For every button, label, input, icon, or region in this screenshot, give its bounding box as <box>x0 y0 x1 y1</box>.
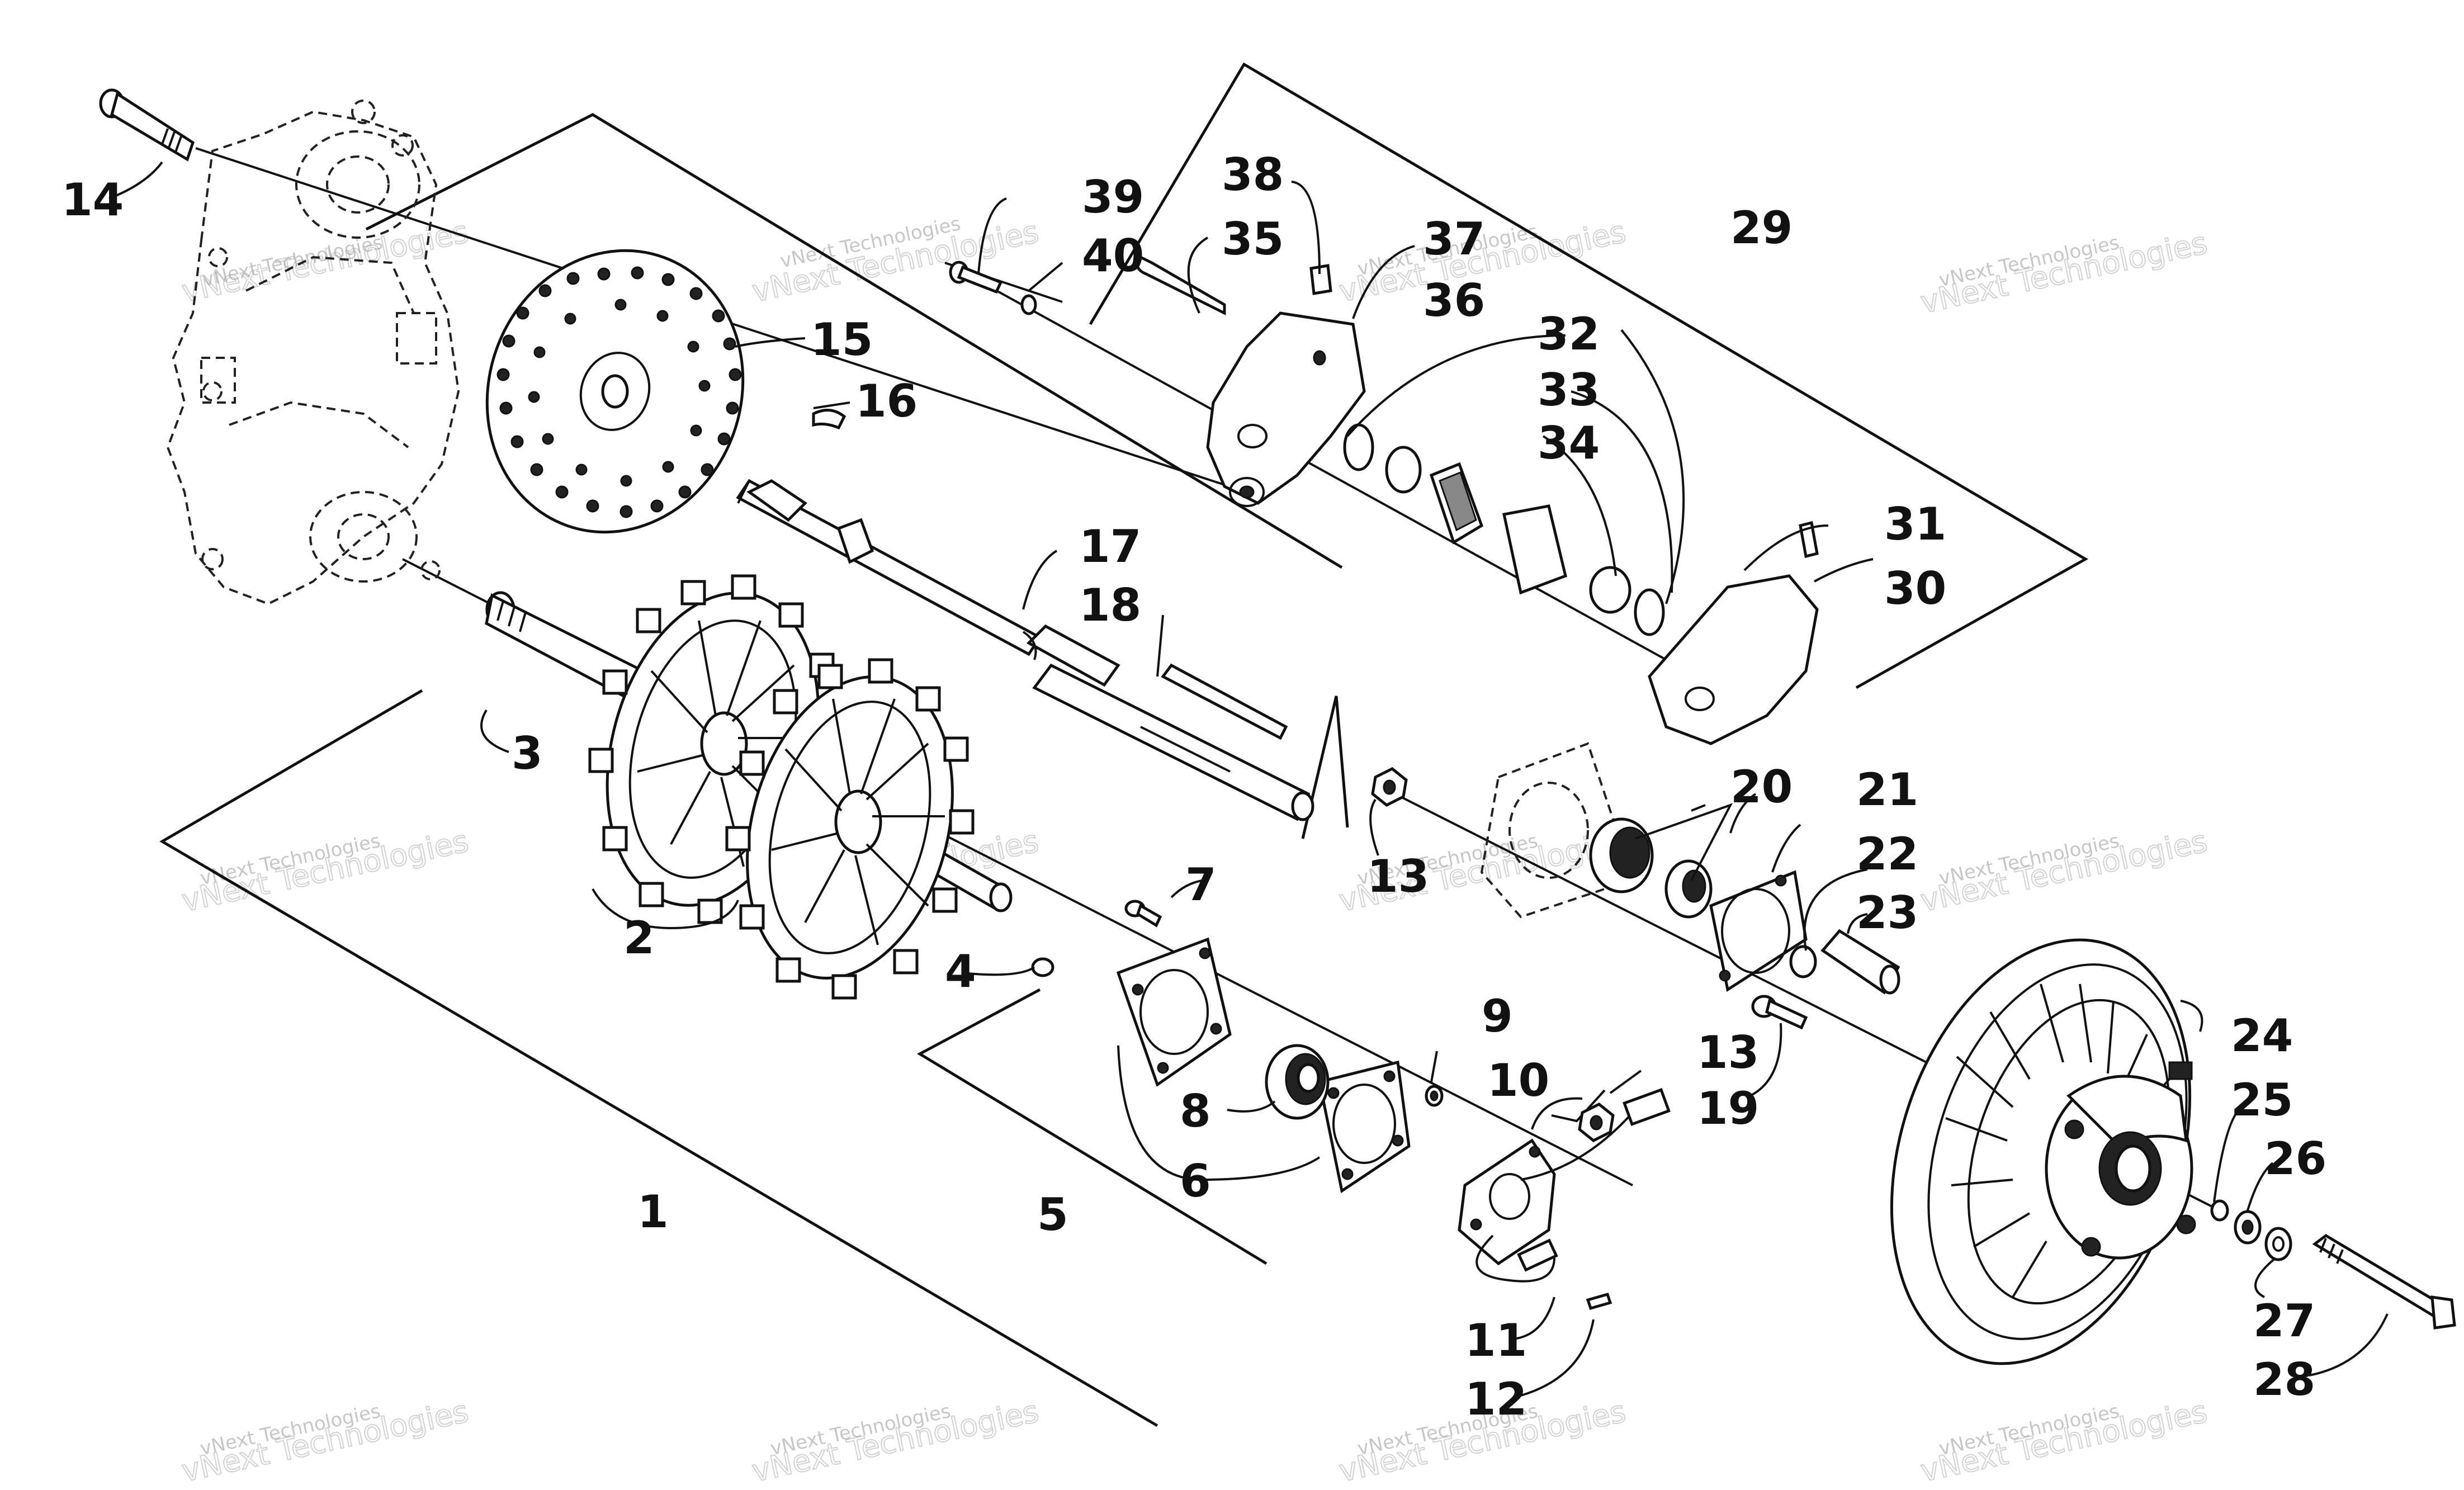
callout-3: 3 <box>512 727 543 779</box>
caliper-half-30 <box>1648 574 1819 745</box>
screw-12 <box>1586 1292 1612 1311</box>
callout-33: 33 <box>1538 364 1600 416</box>
callout-16: 16 <box>855 375 918 427</box>
callout-28: 28 <box>2253 1354 2315 1406</box>
spacer-23 <box>1820 929 1900 995</box>
callout-23: 23 <box>1856 887 1918 939</box>
callout-13a: 13 <box>1367 850 1429 902</box>
callout-7: 7 <box>1185 859 1217 911</box>
watermark: vNext Technologies vNext Technologies <box>1917 225 2211 321</box>
pin-35 <box>1136 255 1226 316</box>
callout-15: 15 <box>811 314 873 366</box>
driven-clutch-24 <box>1890 938 2196 1365</box>
callout-30: 30 <box>1884 562 1946 614</box>
callout-12: 12 <box>1465 1373 1527 1425</box>
seal-32b <box>1634 588 1665 636</box>
bolt-28 <box>2312 1233 2456 1330</box>
jackshaft-17 <box>736 479 1314 821</box>
callout-38: 38 <box>1222 149 1284 201</box>
keystock-18 <box>1161 663 1288 740</box>
callout-32: 32 <box>1538 308 1600 360</box>
bearing-20 <box>1589 817 1713 919</box>
key-16 <box>812 409 846 430</box>
watermark: vNext Technologies vNext Technologies <box>178 823 472 919</box>
callout-1: 1 <box>637 1186 669 1238</box>
speed-sensor-10 <box>1458 1088 1671 1283</box>
flange-6b <box>1318 1060 1411 1194</box>
washer-9 <box>1425 1085 1444 1107</box>
watermark: vNext Technologies vNext Technologies <box>1917 1393 2211 1489</box>
callout-10: 10 <box>1487 1054 1549 1106</box>
brake-disc-15 <box>485 249 745 534</box>
nut-13a <box>1371 767 1408 807</box>
bleeder-38 <box>1309 264 1332 295</box>
callout-25: 25 <box>2231 1074 2293 1126</box>
callout-27: 27 <box>2253 1295 2315 1347</box>
piston-33 <box>1385 446 1422 494</box>
group-brackets <box>159 62 2089 1427</box>
bolt-19 <box>1751 995 1808 1030</box>
callout-36: 36 <box>1423 275 1485 327</box>
sprocket-teeth <box>588 574 840 924</box>
leader-lines <box>108 161 2389 1399</box>
nut-13b <box>1578 1103 1615 1142</box>
drive-sprocket-2b <box>725 658 975 1000</box>
callout-13b: 13 <box>1697 1027 1759 1079</box>
brake-pad-34a <box>1429 462 1484 545</box>
callout-8: 8 <box>1180 1085 1211 1137</box>
callout-29: 29 <box>1730 202 1793 254</box>
callout-4: 4 <box>945 945 976 997</box>
callout-11: 11 <box>1465 1314 1527 1366</box>
sprocket-teeth <box>725 658 975 1000</box>
plug-4 <box>1031 957 1054 977</box>
watermark: vNext Technologies vNext Technologies <box>749 1393 1043 1489</box>
seal-32 <box>1343 423 1374 471</box>
axis-lines <box>195 147 2226 1214</box>
callout-37: 37 <box>1423 213 1485 265</box>
watermark: vNext Technologies vNext Technologies <box>178 214 472 310</box>
callout-labels: 1 2 3 4 5 6 7 8 9 10 11 12 13 13 14 15 1… <box>62 149 2326 1425</box>
watermark: vNext Technologies vNext Technologies <box>178 1393 472 1489</box>
callout-5: 5 <box>1037 1189 1068 1241</box>
oring-22 <box>1789 945 1817 978</box>
bearing-housing-dashed <box>1480 742 1618 919</box>
bolt-39 <box>949 261 1003 294</box>
screw-7 <box>1124 900 1162 928</box>
bolt-14 <box>99 88 195 162</box>
brake-pad-34b <box>1502 504 1567 595</box>
callout-21: 21 <box>1856 764 1918 816</box>
callout-40: 40 <box>1082 230 1144 282</box>
disc-holes <box>496 266 742 518</box>
flange-6a <box>1116 937 1232 1087</box>
bearing-8 <box>1265 1044 1330 1120</box>
callout-26: 26 <box>2264 1133 2326 1185</box>
callout-9: 9 <box>1482 990 1513 1042</box>
chaincase-housing <box>166 100 460 606</box>
washer-40 <box>1020 294 1037 315</box>
washer-26 <box>2234 1210 2262 1245</box>
callout-20: 20 <box>1730 761 1793 813</box>
callout-18: 18 <box>1079 579 1141 631</box>
watermark: vNext Technologies vNext Technologies <box>1917 823 2211 919</box>
piston-33b <box>1589 566 1631 614</box>
callout-2: 2 <box>623 912 655 964</box>
callout-22: 22 <box>1856 828 1918 880</box>
callout-6: 6 <box>1180 1155 1211 1207</box>
fitting-31 <box>1799 521 1819 559</box>
callout-31: 31 <box>1884 498 1946 550</box>
callout-39: 39 <box>1082 171 1144 223</box>
flange-21 <box>1709 870 1808 992</box>
caliper-body-36 <box>1206 311 1366 507</box>
callout-24: 24 <box>2231 1010 2293 1062</box>
callout-17: 17 <box>1079 521 1141 573</box>
callout-34: 34 <box>1538 417 1600 469</box>
washer-25 <box>2210 1199 2229 1222</box>
callout-19: 19 <box>1697 1082 1759 1134</box>
callout-14: 14 <box>62 174 124 226</box>
washer-27 <box>2264 1227 2292 1261</box>
callout-35: 35 <box>1222 213 1284 265</box>
